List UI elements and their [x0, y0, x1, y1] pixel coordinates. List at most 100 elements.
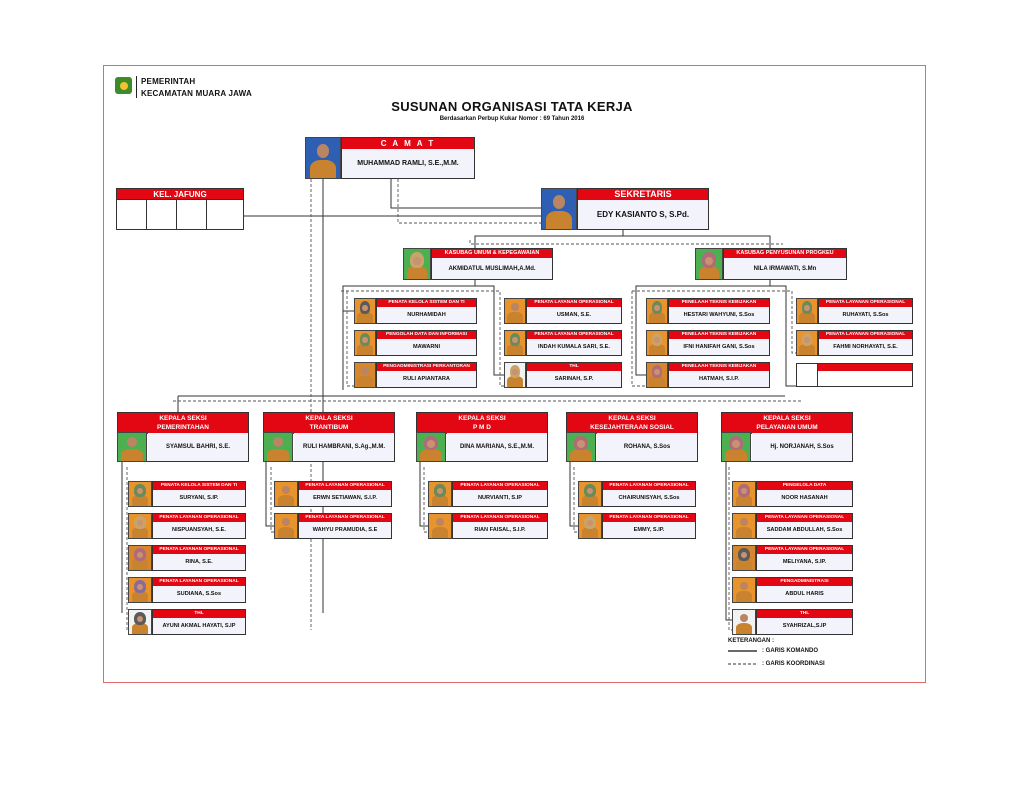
- camat-photo: [305, 137, 341, 179]
- person-name: SUDIANA, S.Sos: [153, 586, 245, 602]
- position-title: PENATA KELOLA SISTEM DAN TI: [377, 299, 476, 307]
- person-name: CHAIRUNISYAH, S.Sos: [603, 490, 695, 506]
- kasi-name: ROHANA, S.Sos: [597, 433, 697, 461]
- legend-dashed-label: : GARIS KOORDINASI: [762, 661, 825, 667]
- staff-photo: [274, 481, 298, 507]
- person-name: WAHYU PRAMUDIA, S.E: [299, 522, 391, 538]
- staff-photo: [128, 481, 152, 507]
- regency-logo-icon: [115, 77, 132, 94]
- staff-photo: [504, 362, 526, 388]
- kasi-box: KEPALA SEKSI PELAYANAN UMUM Hj. NORJANAH, …: [721, 412, 853, 462]
- person-name: AYUNI AKMAL HAYATI, S.IP: [153, 618, 245, 634]
- staff-photo: [732, 577, 756, 603]
- person-name: FAHMI NORHAYATI, S.E.: [819, 339, 912, 355]
- kasi-name: Hj. NORJANAH, S.Sos: [752, 433, 852, 461]
- staff-photo: [354, 362, 376, 388]
- position-title: PENATA LAYANAN OPERASIONAL: [603, 514, 695, 522]
- staff-photo: [504, 298, 526, 324]
- position-title: THL: [757, 610, 852, 618]
- kasi-photo: [721, 432, 751, 462]
- position-title: PENATA LAYANAN OPERASIONAL: [153, 514, 245, 522]
- position-title: PENELAAH TEKNIS KEBIJAKAN: [669, 299, 769, 307]
- staff-photo: [128, 513, 152, 539]
- staff-photo: [128, 545, 152, 571]
- person-name: NILA IRMAWATI, S.Mn: [724, 258, 846, 279]
- staff-photo: [428, 513, 452, 539]
- position-title: PENATA LAYANAN OPERASIONAL: [527, 299, 621, 307]
- position-title: PENATA LAYANAN OPERASIONAL: [153, 546, 245, 554]
- header-line2: KECAMATAN MUARA JAWA: [141, 89, 252, 98]
- staff-photo: [732, 545, 756, 571]
- position-title: PENATA LAYANAN OPERASIONAL: [299, 482, 391, 490]
- camat-box: C A M A T MUHAMMAD RAMLI, S.E.,M.M.: [341, 137, 475, 179]
- position-title: PENELAAH TEKNIS KEBIJAKAN: [669, 363, 769, 371]
- jafung-cell: [116, 199, 147, 230]
- kasi-photo: [566, 432, 596, 462]
- kasi-title-line1: KEPALA SEKSI: [763, 415, 811, 422]
- staff-photo: [732, 609, 756, 635]
- person-name: NURVIANTI, S.IP: [453, 490, 547, 506]
- page-subtitle: Berdasarkan Perbup Kukar Nomor : 69 Tahu…: [439, 116, 585, 122]
- kasi-title-line2: P M D: [473, 424, 491, 431]
- position-title: PENATA LAYANAN OPERASIONAL: [527, 331, 621, 339]
- staff-photo: [646, 362, 668, 388]
- kasubag-photo: [695, 248, 723, 280]
- position-title: PENELAAH TEKNIS KEBIJAKAN: [669, 331, 769, 339]
- position-title: PENGOLAH DATA DAN INFORMASI: [377, 331, 476, 339]
- camat-name: MUHAMMAD RAMLI, S.E.,M.M.: [342, 149, 474, 178]
- position-title: PENATA LAYANAN OPERASIONAL: [757, 514, 852, 522]
- kasi-title-line2: PELAYANAN UMUM: [756, 424, 818, 431]
- kasi-title-line2: KESEJAHTERAAN SOSIAL: [590, 424, 674, 431]
- person-name: SYAHRIZAL,S.IP: [757, 618, 852, 634]
- staff-photo: [796, 330, 818, 356]
- legend-title: KETERANGAN :: [728, 638, 774, 644]
- sekretaris-box: SEKRETARIS EDY KASIANTO S, S.Pd.: [577, 188, 709, 230]
- kasi-photo: [263, 432, 293, 462]
- kasi-title-line2: PEMERINTAHAN: [157, 424, 209, 431]
- person-name: HATMAH, S.I.P.: [669, 371, 769, 387]
- person-name: USMAN, S.E.: [527, 307, 621, 323]
- jafung-cell: [146, 199, 177, 230]
- position-title: PENATA KELOLA SISTEM DAN TI: [153, 482, 245, 490]
- kasi-name: SYAMSUL BAHRI, S.E.: [148, 433, 248, 461]
- kasi-title: KEPALA SEKSI TRANTIBUM: [264, 413, 394, 434]
- kasi-title-line1: KEPALA SEKSI: [159, 415, 207, 422]
- person-name: HESTARI WAHYUNI, S.Sos: [669, 307, 769, 323]
- kasi-title-line2: TRANTIBUM: [309, 424, 349, 431]
- staff-photo: [646, 298, 668, 324]
- person-name: SURYANI, S.IP.: [153, 490, 245, 506]
- sekretaris-name: EDY KASIANTO S, S.Pd.: [578, 200, 708, 229]
- jafung-title: KEL. JAFUNG: [117, 189, 243, 200]
- kasi-title-line1: KEPALA SEKSI: [305, 415, 353, 422]
- person-name: MAWARNI: [377, 339, 476, 355]
- legend-solid-label: : GARIS KOMANDO: [762, 648, 818, 654]
- sekretaris-title: SEKRETARIS: [578, 189, 708, 200]
- kasi-title: KEPALA SEKSI KESEJAHTERAAN SOSIAL: [567, 413, 697, 434]
- position-title: KASUBAG PENYUSUNAN PROGKEU: [724, 249, 846, 258]
- position-title: THL: [153, 610, 245, 618]
- position-title: PENATA LAYANAN OPERASIONAL: [453, 482, 547, 490]
- person-name: ABDUL HARIS: [757, 586, 852, 602]
- position-title: PENGADMINISTRASI PERKANTORAN: [377, 363, 476, 371]
- kasi-title-line1: KEPALA SEKSI: [608, 415, 656, 422]
- header-line1: PEMERINTAH: [141, 77, 196, 86]
